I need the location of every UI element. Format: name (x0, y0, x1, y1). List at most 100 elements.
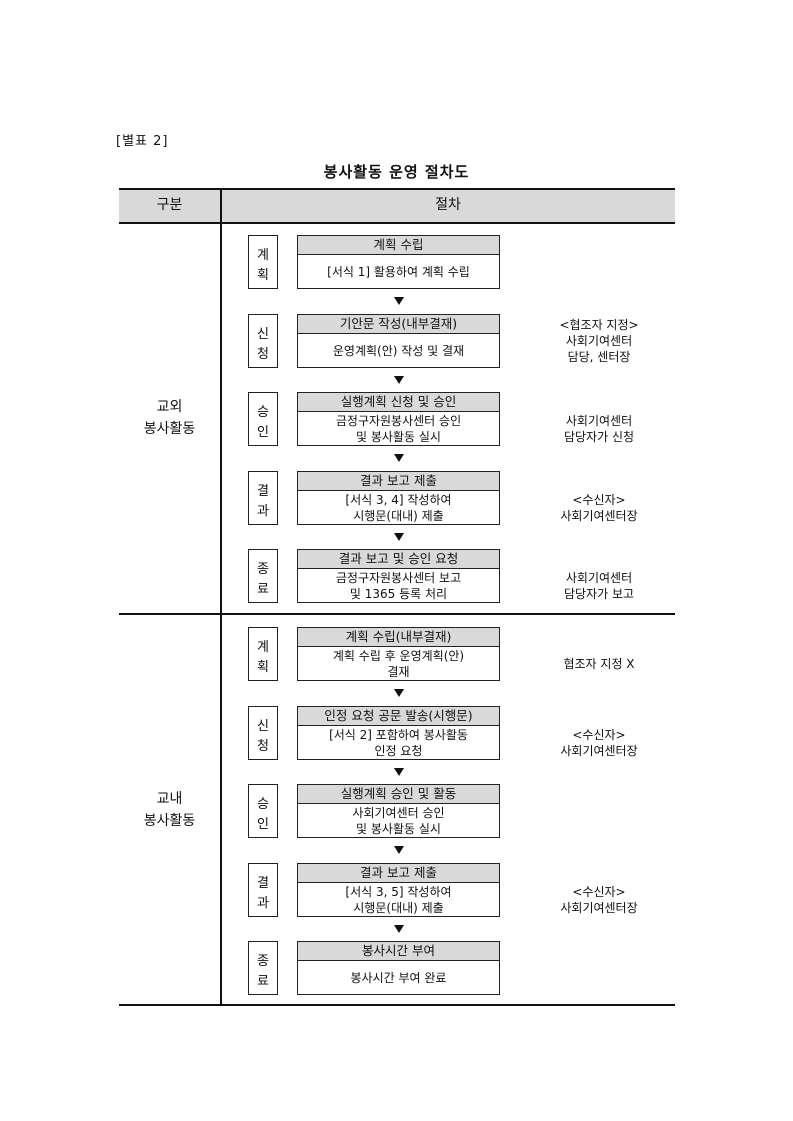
category-line: 봉사활동 (143, 421, 196, 437)
process-box: 계획 수립 [서식 1] 활용하여 계획 수립 (297, 235, 500, 289)
process-title: 결과 보고 및 승인 요청 (298, 550, 499, 569)
step-note-line: <수신자> (572, 493, 626, 507)
stage-char: 획 (257, 268, 269, 283)
process-body-line: [서식 1] 활용하여 계획 수립 (327, 264, 470, 279)
process-title: 결과 보고 제출 (298, 864, 499, 883)
stage-char: 결 (257, 484, 269, 499)
process-title: 계획 수립(내부결재) (298, 628, 499, 647)
process-title: 기안문 작성(내부결재) (298, 315, 499, 334)
step-note-line: 사회기여센터 (565, 571, 633, 585)
down-arrow-icon (394, 376, 404, 384)
process-title: 계획 수립 (298, 236, 499, 255)
down-arrow-icon (394, 768, 404, 776)
step-note-line: 사회기여센터장 (560, 744, 638, 758)
process-body-line: 사회기여센터 승인 (352, 805, 445, 820)
category-line: 봉사활동 (143, 813, 196, 829)
down-arrow-icon (394, 454, 404, 462)
column-divider (220, 188, 222, 1006)
stage-char: 승 (257, 797, 269, 812)
table-bottom-rule (119, 1004, 675, 1006)
process-body-line: 및 봉사활동 실시 (356, 821, 441, 836)
process-body-line: [서식 3, 5] 작성하여 (345, 884, 452, 899)
step-note-line: 협조자 지정 X (563, 657, 635, 671)
process-box: 기안문 작성(내부결재) 운영계획(안) 작성 및 결재 (297, 314, 500, 368)
step-note: <수신자> 사회기여센터장 (524, 884, 674, 916)
step-note-line: 사회기여센터장 (560, 509, 638, 523)
process-body-line: 시행문(대내) 제출 (353, 508, 444, 523)
header-procedure: 절차 (435, 197, 461, 213)
process-body-line: 인정 요청 (374, 743, 423, 758)
process-title: 봉사시간 부여 (298, 942, 499, 961)
header-category: 구분 (156, 197, 183, 213)
stage-char: 신 (257, 719, 269, 734)
category-line: 교외 (156, 399, 183, 415)
process-title: 실행계획 승인 및 활동 (298, 785, 499, 804)
step-note: <수신자> 사회기여센터장 (524, 492, 674, 524)
step-note-line: <수신자> (572, 885, 626, 899)
stage-char: 계 (257, 248, 269, 263)
stage-char: 인 (257, 817, 269, 832)
process-box: 계획 수립(내부결재)계획 수립 후 운영계획(안)결재 (297, 627, 500, 681)
stage-char: 청 (257, 739, 269, 754)
process-body-line: 운영계획(안) 작성 및 결재 (332, 343, 465, 358)
stage-char: 료 (257, 582, 269, 597)
process-body-line: 및 봉사활동 실시 (356, 429, 441, 444)
table-header (119, 188, 675, 223)
step-note-line: <수신자> (572, 728, 626, 742)
process-title: 인정 요청 공문 발송(시행문) (298, 707, 499, 726)
process-body-line: 및 1365 등록 처리 (349, 586, 448, 601)
annex-label: [별표 2] (116, 134, 169, 149)
process-body-line: 금정구자원봉사센터 승인 (335, 413, 462, 428)
step-note-line: 담당자가 보고 (563, 587, 635, 601)
down-arrow-icon (394, 925, 404, 933)
process-body-line: 금정구자원봉사센터 보고 (335, 570, 462, 585)
step-note: <수신자> 사회기여센터장 (524, 727, 674, 759)
process-title: 실행계획 신청 및 승인 (298, 393, 499, 412)
stage-char: 계 (257, 640, 269, 655)
stage-char: 인 (257, 425, 269, 440)
step-note-line: 사회기여센터장 (560, 901, 638, 915)
process-body-line: 계획 수립 후 운영계획(안) (332, 648, 465, 663)
page-title: 봉사활동 운영 절차도 (323, 163, 470, 181)
stage-char: 과 (257, 504, 269, 519)
stage-char: 결 (257, 876, 269, 891)
stage-char: 신 (257, 327, 269, 342)
stage-char: 종 (257, 954, 269, 969)
step-note-line: <협조자 지정> (559, 318, 639, 332)
stage-char: 종 (257, 562, 269, 577)
process-body: [서식 1] 활용하여 계획 수립 (298, 255, 499, 288)
category-line: 교내 (156, 791, 183, 807)
stage-char: 과 (257, 896, 269, 911)
step-note-line: 사회기여센터 (565, 334, 633, 348)
stage-char: 청 (257, 347, 269, 362)
header-rule (119, 222, 675, 224)
process-title: 결과 보고 제출 (298, 472, 499, 491)
stage-char: 료 (257, 974, 269, 989)
step-note-line: 사회기여센터 (565, 414, 633, 428)
process-body-line: [서식 2] 포함하여 봉사활동 (329, 727, 468, 742)
